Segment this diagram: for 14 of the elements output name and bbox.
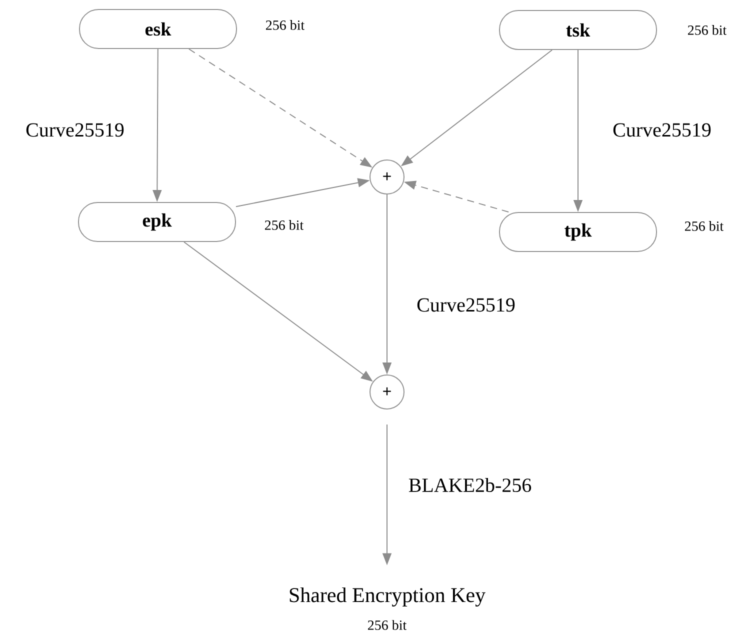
edge-label: Curve25519 (24, 122, 126, 138)
size-label: 256 bit (264, 220, 304, 230)
size-label: 256 bit (368, 620, 407, 630)
size-label: 256 bit (688, 25, 727, 35)
edge-label: Curve25519 (612, 122, 712, 138)
key-box: tsk (499, 10, 657, 50)
size-label: 256 bit (684, 221, 724, 231)
edge-label: BLAKE2b-256 (407, 476, 533, 494)
edge-label: Curve25519 (416, 297, 516, 313)
output-label: Shared Encryption Key (290, 587, 486, 607)
key-box: epk (78, 202, 236, 242)
key-box: esk (79, 9, 237, 49)
key-box: tpk (499, 212, 657, 252)
size-label: 256 bit (266, 20, 305, 30)
